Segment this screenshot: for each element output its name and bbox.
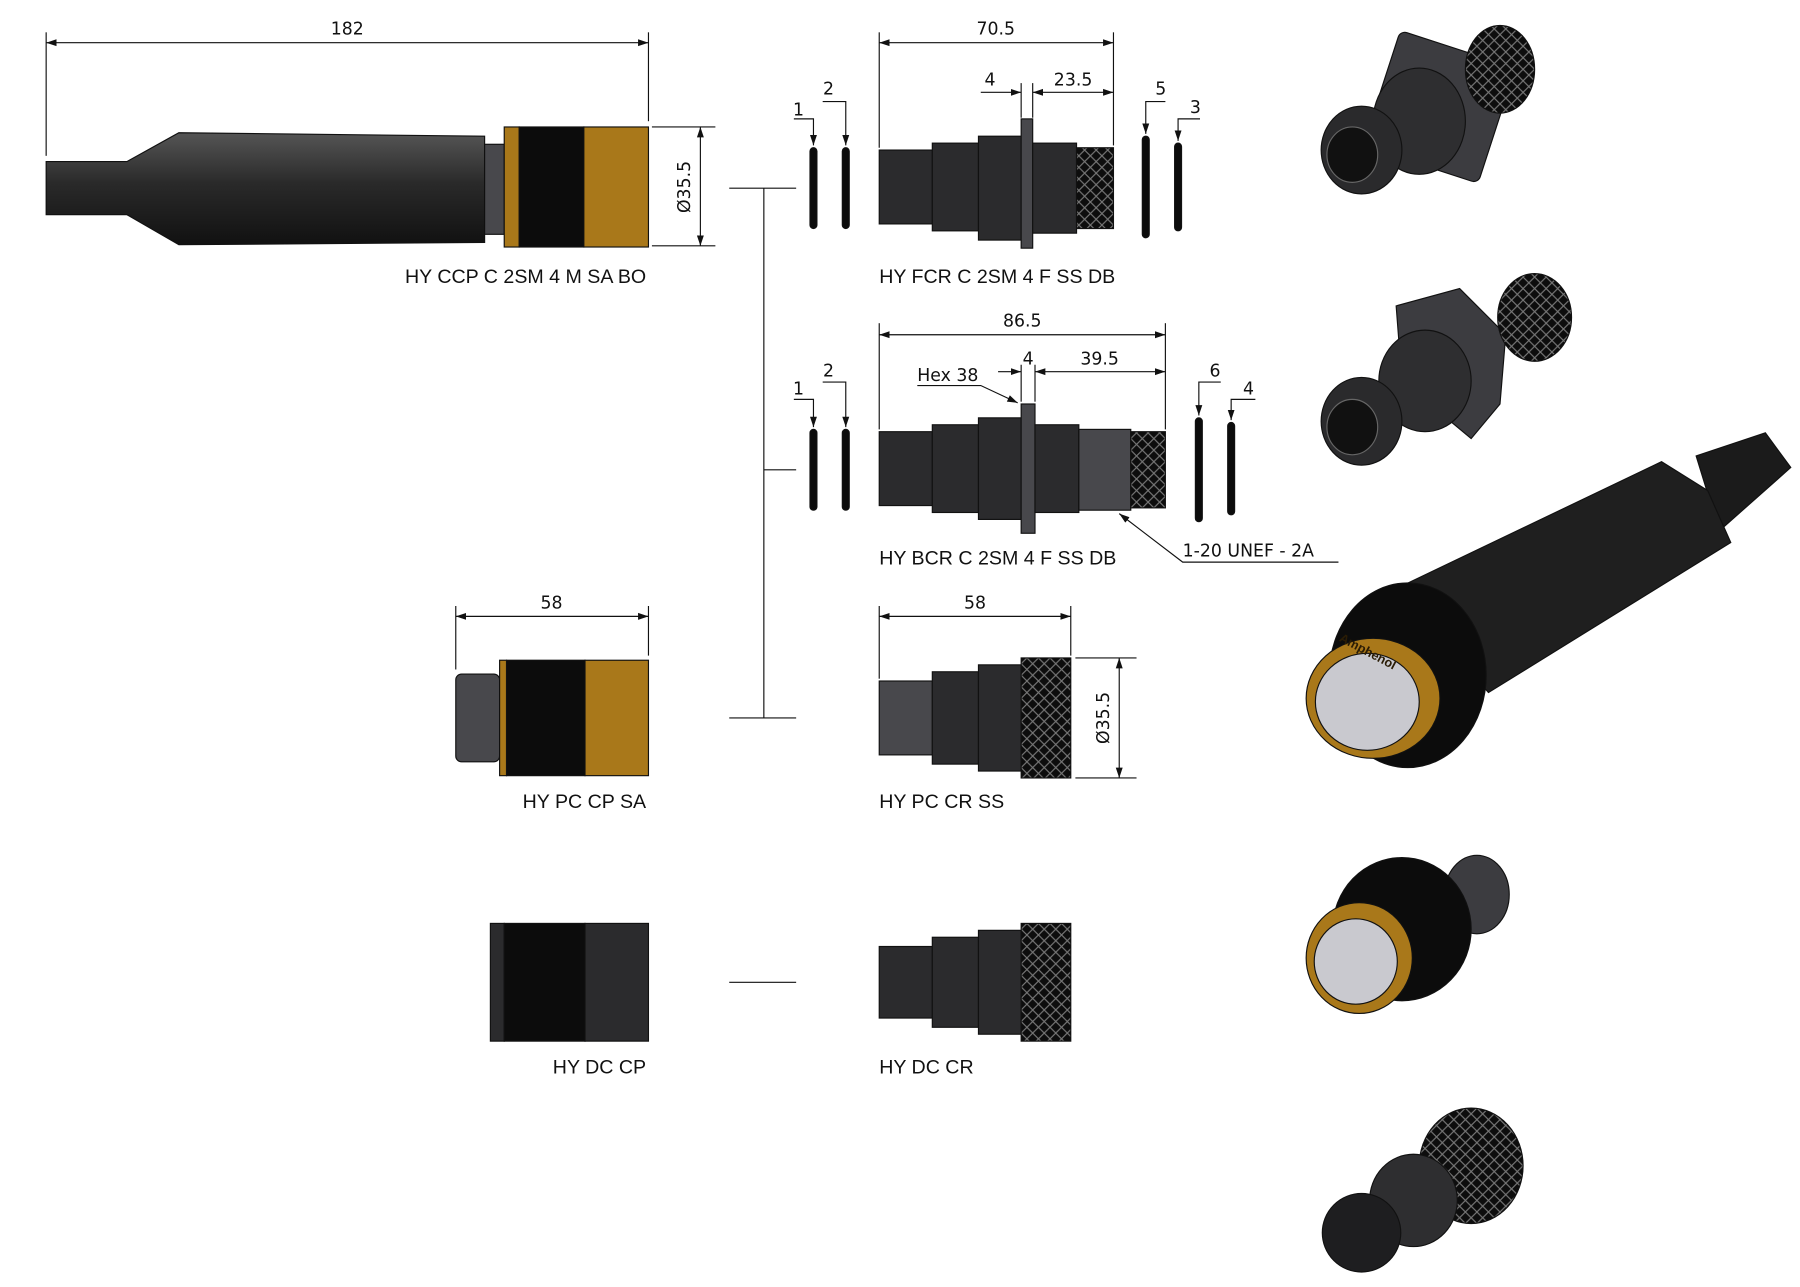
- pin-callout: 6: [1209, 361, 1220, 381]
- ccp-cable-plug: [45, 126, 650, 248]
- render-pc-cp-plug: [1305, 854, 1510, 1015]
- dim-flange: 4: [984, 70, 995, 90]
- bcr-dimensions: 86.5 4 39.5 Hex 38 1-20 UNEF - 2A: [878, 312, 1339, 563]
- dim-39-5: 39.5: [1080, 350, 1119, 370]
- ccp-length-dimension: 182: [45, 20, 650, 156]
- pin-callout: 2: [823, 361, 834, 381]
- pin-callout: 1: [793, 100, 804, 120]
- dim-182: 182: [331, 20, 364, 40]
- render-ccp-cable-plug: Amphenol: [1305, 432, 1792, 769]
- pin-callout: 4: [1243, 380, 1254, 400]
- pin-callout: 5: [1155, 80, 1166, 100]
- hex-callout: Hex 38: [917, 366, 978, 386]
- fcr-receptacle: [878, 118, 1115, 249]
- dc-cr-cap: [878, 922, 1072, 1042]
- pin-callout: 3: [1190, 98, 1201, 118]
- part-label-pc-cr: HY PC CR SS: [879, 791, 1004, 813]
- dim-86-5: 86.5: [1003, 312, 1042, 332]
- render-bcr-hex: [1320, 272, 1573, 466]
- part-label-pc-cp: HY PC CP SA: [523, 791, 647, 813]
- bcr-pins: 1 2 6 4: [793, 361, 1256, 523]
- pin-callout: 2: [823, 80, 834, 100]
- bcr-receptacle: [878, 403, 1166, 534]
- part-label-dc-cr: HY DC CR: [879, 1056, 973, 1078]
- dim-pc-cr-diameter: Ø35.5: [1094, 692, 1114, 744]
- thread-callout: 1-20 UNEF - 2A: [1183, 541, 1314, 561]
- dim-flange: 4: [1023, 350, 1034, 370]
- pc-cr-receptacle: 58 Ø35.5: [878, 593, 1137, 779]
- dim-70-5: 70.5: [977, 20, 1016, 40]
- ccp-diameter-dimension: Ø35.5: [651, 126, 716, 247]
- part-label-bcr: HY BCR C 2SM 4 F SS DB: [879, 547, 1116, 569]
- part-label-dc-cp: HY DC CP: [553, 1056, 646, 1078]
- assembly-bracket: [729, 187, 797, 983]
- render-dc-cr-cap: [1321, 1107, 1524, 1273]
- fcr-pins: 1 2 5 3: [793, 80, 1201, 239]
- part-label-fcr: HY FCR C 2SM 4 F SS DB: [879, 266, 1115, 288]
- dim-ccp-diameter: Ø35.5: [675, 161, 695, 213]
- pin-callout: 1: [793, 380, 804, 400]
- dim-58: 58: [964, 593, 986, 613]
- dc-cp-cap: [489, 922, 650, 1042]
- pc-cp-plug: 58: [455, 593, 650, 777]
- dim-58: 58: [541, 593, 563, 613]
- dim-23-5: 23.5: [1054, 70, 1093, 90]
- part-label-ccp: HY CCP C 2SM 4 M SA BO: [405, 266, 646, 288]
- fcr-dimensions: 70.5 4 23.5: [878, 20, 1115, 148]
- render-fcr-square-flange: [1320, 24, 1536, 195]
